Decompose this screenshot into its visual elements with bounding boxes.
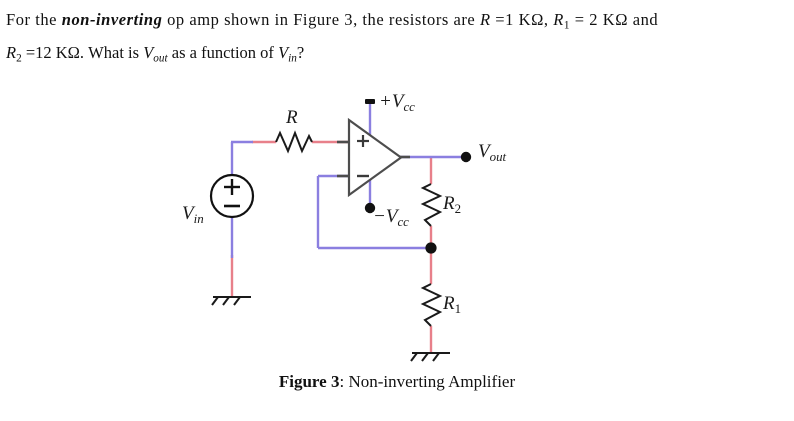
label-vout-text: V xyxy=(478,141,490,162)
problem-text-b: op amp shown in Figure 3, the resistors … xyxy=(162,10,480,29)
problem-emphasis-non-inverting: non-inverting xyxy=(61,10,163,29)
label-vin: Vin xyxy=(182,204,204,226)
problem-value-R: =1 KΩ, xyxy=(490,10,554,29)
label-vout: Vout xyxy=(478,142,506,164)
ground-symbol-r1 xyxy=(410,352,450,362)
figure-caption-rest: : Non-inverting Amplifier xyxy=(339,372,516,391)
label-neg-vcc-sign: − xyxy=(373,206,386,227)
label-R1-subscript: 1 xyxy=(454,300,462,316)
ground-symbol-source xyxy=(211,296,251,306)
resistor-R1 xyxy=(420,283,443,327)
node-dots xyxy=(364,99,472,254)
label-R1-text: R xyxy=(443,293,455,314)
label-resistor-R: R xyxy=(286,108,298,127)
feedback-junction-node xyxy=(425,242,437,254)
problem-symbol-R2-subscript: 2 xyxy=(16,52,22,65)
problem-text-end: ? xyxy=(296,43,305,63)
problem-line-2: R2 =12 KΩ. What is Vout as a function of… xyxy=(6,39,788,73)
label-resistor-R2: R2 xyxy=(443,194,461,216)
label-R2-text: R xyxy=(443,193,455,214)
label-neg-vcc-subscript: cc xyxy=(397,214,409,230)
resistor-R xyxy=(275,130,313,154)
label-R2-subscript: 2 xyxy=(454,200,462,216)
label-pos-vcc-subscript: cc xyxy=(403,99,415,115)
figure-caption: Figure 3: Non-inverting Amplifier xyxy=(0,372,794,392)
pos-vcc-terminal xyxy=(365,99,375,104)
vout-terminal xyxy=(460,151,472,163)
label-resistor-R1: R1 xyxy=(443,294,461,316)
problem-line-1: For the non-inverting op amp shown in Fi… xyxy=(6,6,788,39)
problem-text-a: For the xyxy=(6,10,62,29)
neg-vcc-terminal xyxy=(364,202,376,214)
problem-value-R2: =12 KΩ. What is xyxy=(21,43,144,63)
circuit-diagram: R R2 R1 Vin Vout +Vcc −Vcc xyxy=(0,80,794,370)
label-pos-vcc-sign: + xyxy=(379,91,392,112)
problem-text-mid: as a function of xyxy=(167,43,279,63)
figure-caption-bold: Figure 3 xyxy=(278,372,340,391)
label-vout-subscript: out xyxy=(489,149,507,165)
label-negative-vcc: −Vcc xyxy=(373,207,409,229)
problem-symbol-Vout-subscript: out xyxy=(153,52,168,65)
label-vin-subscript: in xyxy=(193,211,204,227)
resistor-R2 xyxy=(420,183,443,227)
problem-symbol-R1-subscript: 1 xyxy=(563,19,571,32)
problem-symbol-Vin-subscript: in xyxy=(288,52,297,65)
label-R-text: R xyxy=(286,107,298,128)
circuit-schematic-svg xyxy=(209,99,472,362)
problem-symbol-R1: R xyxy=(553,10,564,29)
problem-symbol-Vout: V xyxy=(143,43,154,63)
voltage-source-vin xyxy=(209,173,255,219)
problem-symbol-R2: R xyxy=(6,43,17,63)
label-neg-vcc-text: V xyxy=(385,206,398,227)
problem-value-R1: = 2 KΩ and xyxy=(570,10,659,29)
label-vin-text: V xyxy=(182,203,194,224)
label-pos-vcc-text: V xyxy=(391,91,404,112)
problem-symbol-Vin: V xyxy=(278,43,289,63)
problem-statement: For the non-inverting op amp shown in Fi… xyxy=(6,6,788,73)
wires-purple xyxy=(230,103,466,258)
op-amp-symbol xyxy=(337,117,410,198)
label-positive-vcc: +Vcc xyxy=(379,92,415,114)
problem-symbol-R: R xyxy=(479,10,491,29)
